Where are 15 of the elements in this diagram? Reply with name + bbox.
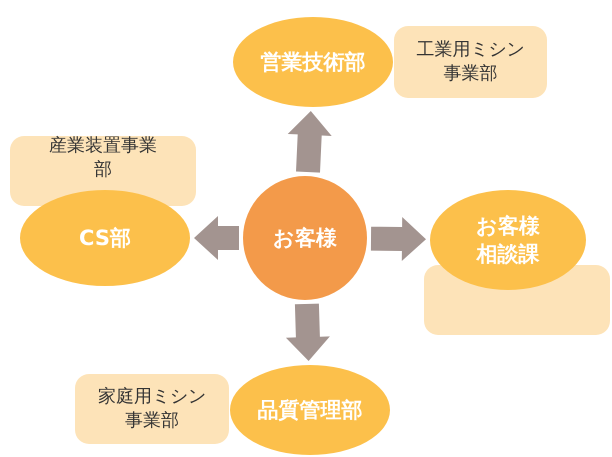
department-name: CS部 bbox=[79, 225, 131, 252]
division-name: 産業装置事業部 bbox=[48, 134, 158, 182]
department-name: お客様相談課 bbox=[475, 213, 541, 268]
division-name: 家庭用ミシン事業部 bbox=[97, 384, 207, 433]
block-arrow bbox=[288, 111, 332, 173]
department-name: 品質管理部 bbox=[258, 397, 362, 424]
division-box bbox=[394, 26, 547, 98]
department-name: 営業技術部 bbox=[260, 49, 366, 76]
block-arrow bbox=[194, 216, 239, 260]
division-box bbox=[10, 136, 196, 206]
block-arrow bbox=[286, 304, 330, 361]
block-arrow bbox=[370, 217, 426, 261]
division-box bbox=[75, 374, 229, 444]
division-name: 工業用ミシン事業部 bbox=[416, 38, 526, 86]
department-name: お客様 bbox=[273, 225, 337, 252]
